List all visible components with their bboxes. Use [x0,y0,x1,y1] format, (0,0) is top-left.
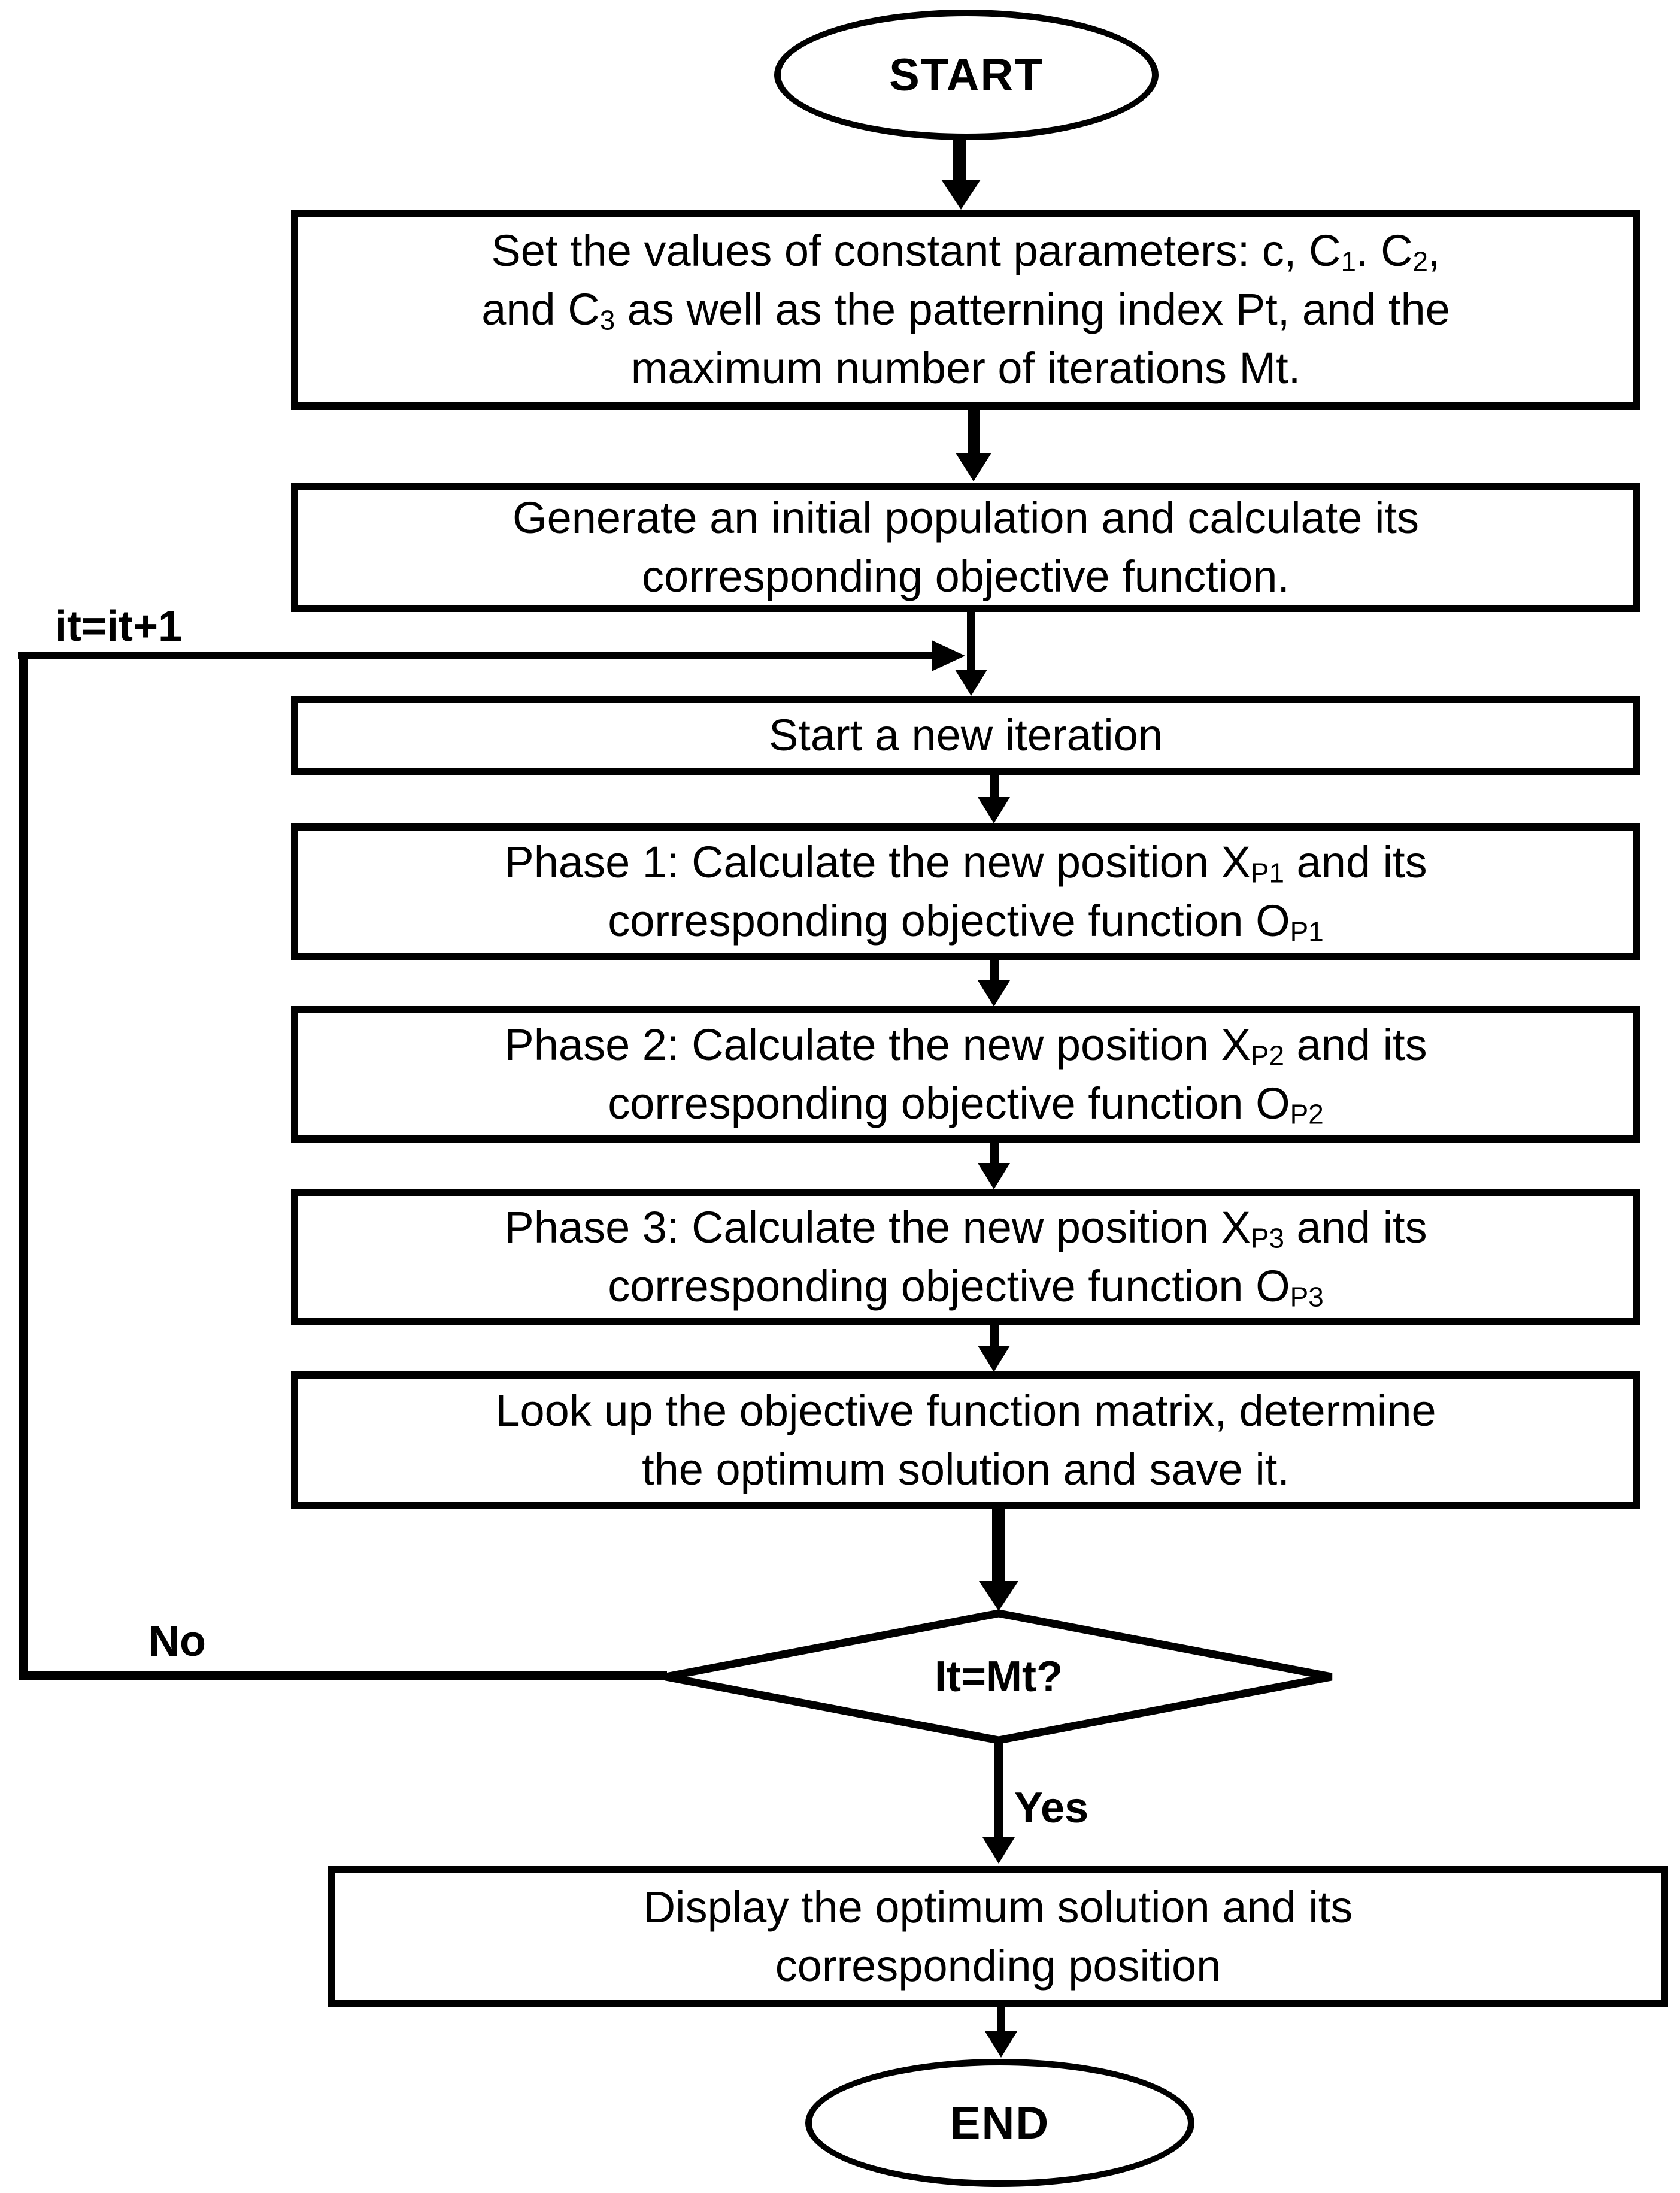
box-line: corresponding objective function. [642,552,1290,601]
arrowhead-phase2-to-phase3 [978,1163,1010,1189]
arrow-display-to-end [997,2007,1005,2033]
process-box-phase3: Phase 3: Calculate the new position XP3 … [291,1189,1640,1325]
box-line: Start a new iteration [768,710,1163,761]
loop-counter-label: it=it+1 [55,602,183,650]
arrow-phase1-to-phase2 [990,960,999,982]
no-branch-label: No [148,1618,206,1665]
box-line: corresponding objective function OP1 [608,896,1324,947]
process-box-generate-population: Generate an initial population and calcu… [291,483,1640,612]
box-line: the optimum solution and save it. [642,1444,1290,1494]
box-line: Display the optimum solution and its [643,1882,1353,1932]
loop-return-left-line [19,652,28,1680]
process-box-set-parameters: Set the values of constant parameters: c… [291,210,1640,410]
arrowhead-phase3-to-lookup [978,1346,1010,1372]
process-box-lookup-optimum: Look up the objective function matrix, d… [291,1371,1640,1509]
arrow-setparams-to-generate [968,410,980,454]
arrowhead-display-to-end [985,2031,1017,2058]
box-line: Phase 2: Calculate the new position XP2 … [504,1020,1427,1071]
start-terminator: START [774,10,1159,140]
arrowhead-generate-to-iteration [955,670,987,696]
end-terminator: END [805,2059,1194,2187]
box-line: corresponding position [775,1941,1221,1991]
box-line: maximum number of iterations Mt. [630,343,1301,393]
yes-branch-label: Yes [1014,1784,1089,1832]
yes-branch-line [994,1740,1003,1837]
arrow-generate-to-iteration [967,612,975,671]
box-line: corresponding objective function OP3 [608,1261,1324,1313]
arrowhead-setparams-to-generate [956,453,991,481]
arrow-phase2-to-phase3 [990,1143,999,1164]
end-label: END [950,2097,1050,2149]
arrowhead-decision-to-display [982,1837,1015,1864]
box-line: Set the values of constant parameters: c… [491,226,1441,277]
arrow-phase3-to-lookup [990,1325,999,1347]
arrow-iteration-to-phase1 [990,775,999,799]
start-label: START [889,49,1044,101]
process-box-phase2: Phase 2: Calculate the new position XP2 … [291,1006,1640,1143]
box-line: Phase 1: Calculate the new position XP1 … [504,837,1427,889]
decision-label: It=Mt? [935,1653,1063,1701]
loop-return-top-line [18,652,933,659]
no-branch-line [19,1671,667,1680]
loop-return-arrowhead [932,640,965,671]
arrowhead-iteration-to-phase1 [978,797,1010,823]
box-line: Generate an initial population and calcu… [513,493,1419,543]
box-line: and C3 as well as the patterning index P… [481,284,1450,336]
process-box-start-iteration: Start a new iteration [291,696,1640,775]
arrowhead-start-to-set-parameters [941,180,981,210]
process-box-phase1: Phase 1: Calculate the new position XP1 … [291,823,1640,960]
box-line: Look up the objective function matrix, d… [495,1386,1436,1436]
box-line: corresponding objective function OP2 [608,1079,1324,1130]
arrow-start-to-set-parameters [953,139,966,181]
box-line: Phase 3: Calculate the new position XP3 … [504,1202,1427,1254]
arrowhead-phase1-to-phase2 [978,980,1010,1007]
process-box-display-result: Display the optimum solution and its cor… [328,1866,1668,2007]
arrow-lookup-to-decision [992,1509,1005,1582]
arrowhead-lookup-to-decision [979,1581,1018,1611]
